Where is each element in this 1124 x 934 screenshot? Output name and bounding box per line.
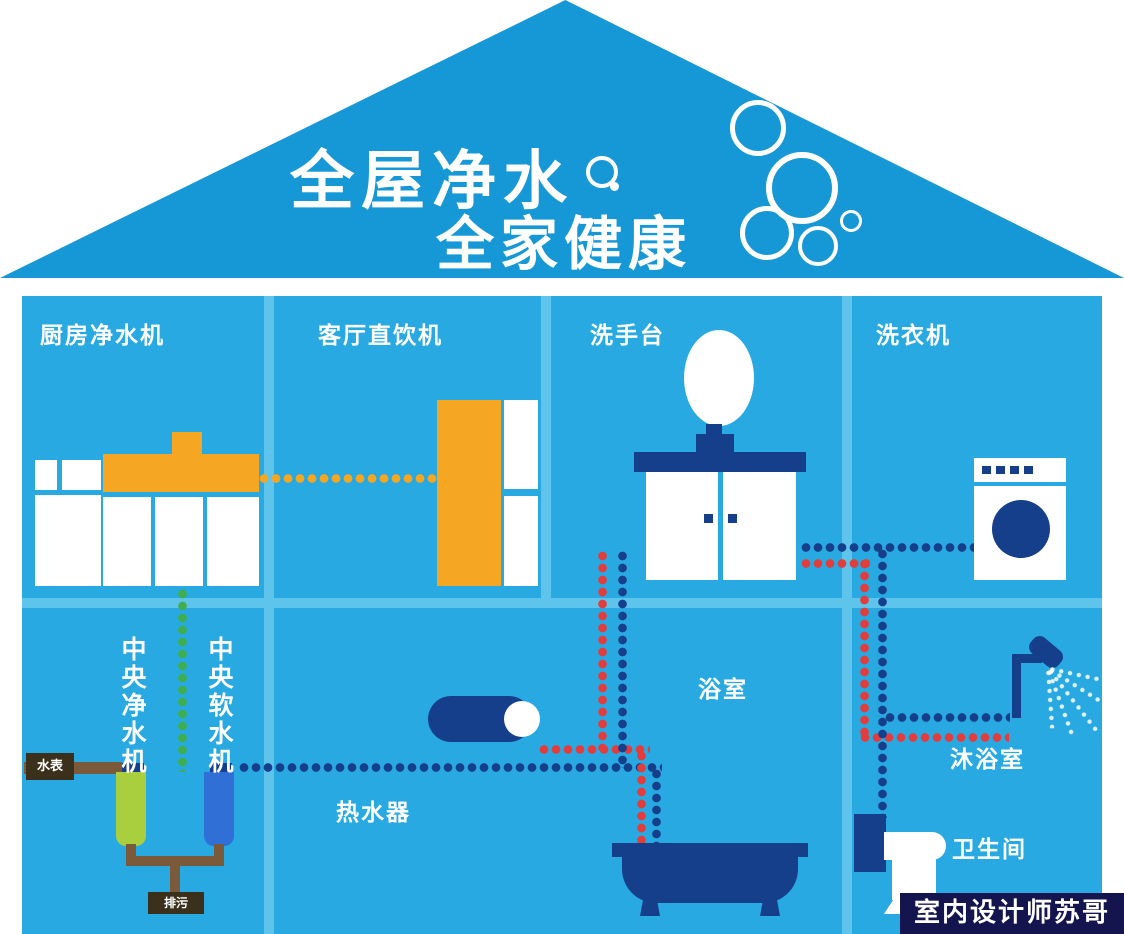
range-hood-chimney [172, 432, 202, 458]
basin-cabinet-divider [718, 472, 723, 580]
water-meter-tag: 水表 [26, 753, 74, 780]
washer-control-button [1024, 466, 1033, 474]
toilet-tank [854, 814, 886, 872]
shower-arm [1012, 654, 1042, 663]
cabinet-handle [704, 514, 713, 523]
label-wash-basin: 洗手台 [590, 323, 665, 349]
bathtub-foot [760, 900, 780, 916]
drain-tag: 排污 [148, 892, 204, 914]
title-line2: 全家健康 [436, 210, 693, 278]
kitchen-countertop [103, 454, 259, 492]
softener-cap [210, 763, 232, 774]
bathtub [622, 855, 798, 903]
drain-pipe [170, 866, 180, 894]
shower-pipe [1012, 660, 1021, 718]
wall-vertical-kitchen-living [264, 296, 274, 934]
cold-water-bathtub-pipe [651, 768, 662, 848]
cold-water-main-pipe [238, 762, 662, 773]
central-water-purifier-unit [116, 772, 146, 846]
kitchen-fridge [35, 460, 101, 586]
water-swirl-icon [586, 156, 618, 188]
label-toilet-room: 卫生间 [952, 837, 1027, 863]
cold-water-washer-pipe [800, 542, 976, 553]
wall-horizontal-middle [22, 598, 1102, 608]
wall-vertical-basin-laundry [842, 296, 852, 934]
hot-water-bathtub-pipe [636, 750, 647, 848]
purifier-cap [122, 763, 144, 774]
label-bathroom: 浴室 [698, 677, 748, 703]
kitchen-fridge-divider [57, 460, 62, 493]
hot-water-shower-pipe [859, 732, 1009, 743]
label-kitchen-purifier: 厨房净水机 [40, 323, 165, 349]
basin-mirror [684, 330, 754, 426]
label-water-heater: 热水器 [336, 800, 411, 826]
hot-water-basin-pipe [597, 550, 608, 750]
bathtub-rim [612, 843, 808, 857]
cold-water-basin-pipe [617, 550, 628, 768]
label-central-purifier: 中央净水机 [118, 636, 147, 776]
drinking-water-dispenser [437, 400, 501, 586]
basin-faucet-spout [706, 424, 722, 436]
wall-vertical-living-basin [541, 296, 551, 604]
central-water-softener-unit [204, 772, 234, 846]
designer-watermark: 室内设计师苏哥 [900, 893, 1124, 934]
water-heater-end-cap [504, 701, 540, 737]
label-washing-machine: 洗衣机 [876, 323, 951, 349]
washer-control-button [996, 466, 1005, 474]
drain-pipe [126, 844, 136, 866]
dispenser-side-panel [504, 496, 538, 586]
basin-countertop [634, 452, 806, 472]
bubble-icon [740, 206, 794, 260]
bubble-icon [840, 210, 862, 232]
basin-faucet [696, 434, 734, 454]
bathtub-foot [640, 900, 660, 916]
kitchen-cabinet [103, 497, 151, 586]
label-central-softener: 中央软水机 [205, 636, 234, 776]
kitchen-cabinet [207, 497, 259, 586]
bubble-icon [730, 100, 786, 156]
kitchen-cabinet [155, 497, 203, 586]
label-living-dispenser: 客厅直饮机 [318, 323, 443, 349]
washer-control-button [1010, 466, 1019, 474]
hot-water-main-pipe [538, 744, 650, 755]
water-swirl-dot-icon [610, 182, 619, 191]
dispenser-side-panel [504, 400, 538, 489]
cabinet-handle [728, 514, 737, 523]
cold-water-toilet-pipe [877, 548, 888, 818]
toilet-seat [884, 832, 946, 860]
hot-water-shower-riser-pipe [859, 558, 870, 738]
drinking-water-pipe [258, 473, 440, 484]
hot-water-branch-pipe [800, 558, 870, 569]
washer-control-button [982, 466, 991, 474]
title-line1: 全屋净水 [290, 145, 574, 219]
bubble-icon [798, 226, 838, 266]
washer-door [992, 500, 1050, 558]
bubble-icon [766, 152, 838, 224]
purified-water-pipe [177, 588, 188, 772]
house-body [22, 296, 1102, 934]
label-shower-room: 沐浴室 [950, 747, 1025, 773]
kitchen-fridge-divider [35, 490, 101, 495]
cold-water-shower-pipe [884, 712, 1010, 723]
washer-panel-divider [974, 482, 1066, 486]
drain-pipe [214, 844, 224, 866]
drain-pipe [126, 856, 224, 866]
